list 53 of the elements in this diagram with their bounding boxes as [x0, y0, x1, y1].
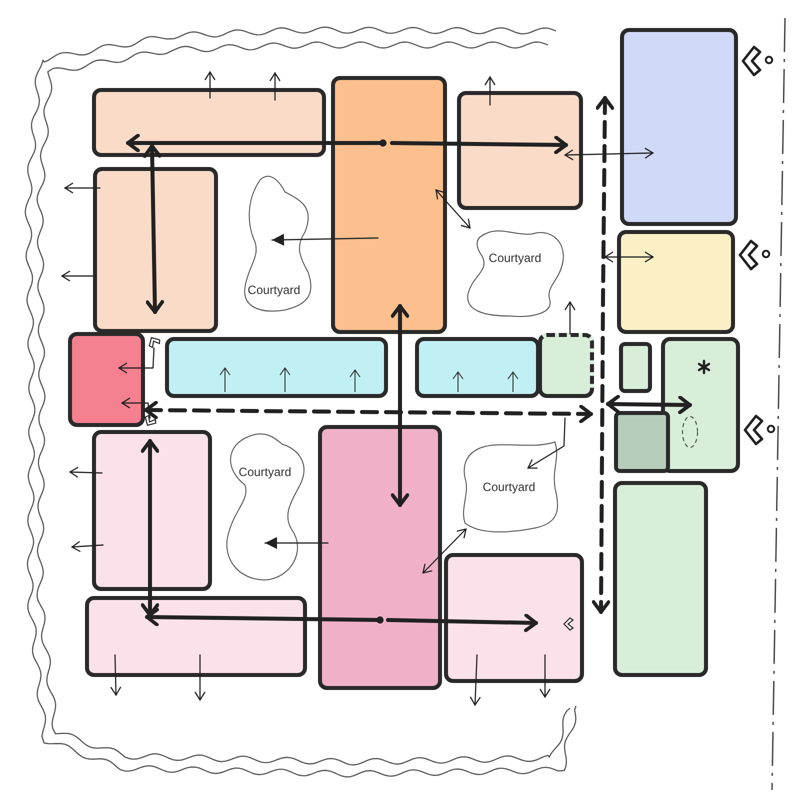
- building-block: [85, 596, 307, 677]
- arrow: [118, 347, 155, 374]
- arrow: [539, 654, 551, 698]
- arrow: [194, 654, 206, 701]
- arrow: [71, 540, 104, 552]
- courtyard-label: Courtyard: [482, 480, 536, 494]
- thick-arrow: [386, 614, 538, 632]
- thick-arrow: [390, 136, 568, 154]
- thick-double-arrow: [606, 394, 692, 414]
- dashed-double-arrow: [592, 96, 614, 614]
- building-block: [538, 333, 594, 398]
- building-block: [614, 411, 670, 473]
- building-block: [457, 91, 583, 210]
- building-block: [415, 337, 540, 398]
- building-block: [444, 553, 584, 683]
- thick-arrow: [126, 134, 387, 152]
- double-arrow: [564, 148, 654, 160]
- arrow: [64, 182, 101, 194]
- building-block: [620, 28, 738, 226]
- thick-double-arrow: [390, 304, 410, 507]
- arrow: [271, 234, 379, 246]
- courtyard-label: Courtyard: [238, 465, 292, 479]
- arrow: [69, 466, 103, 478]
- building-block: [318, 425, 442, 690]
- courtyard-label: Courtyard: [248, 283, 300, 297]
- arrow: [484, 76, 496, 106]
- building-block: [93, 167, 218, 333]
- arrow: [121, 397, 151, 419]
- thick-arrow: [145, 608, 384, 626]
- double-arrow: [435, 189, 471, 229]
- arrow: [264, 537, 329, 549]
- arrow: [269, 72, 281, 101]
- building-block: [613, 481, 708, 677]
- arrow: [204, 71, 216, 99]
- building-block: [92, 430, 212, 591]
- building-block: [619, 342, 652, 393]
- thick-double-arrow: [140, 439, 160, 617]
- thick-double-arrow: [142, 144, 164, 314]
- building-block: [661, 337, 740, 473]
- building-block: [92, 88, 326, 157]
- arrow: [110, 654, 122, 696]
- building-block: [331, 76, 447, 334]
- building-block: [165, 337, 388, 398]
- arrow: [564, 301, 576, 335]
- double-arrow: [422, 528, 467, 574]
- dashed-double-arrow: [144, 400, 593, 424]
- arrow: [61, 270, 97, 282]
- building-block: [68, 332, 145, 427]
- double-arrow: [604, 251, 654, 263]
- building-block: [617, 230, 735, 334]
- arrow: [470, 654, 481, 706]
- courtyard-label: Courtyard: [488, 251, 542, 265]
- arrow: [527, 417, 566, 469]
